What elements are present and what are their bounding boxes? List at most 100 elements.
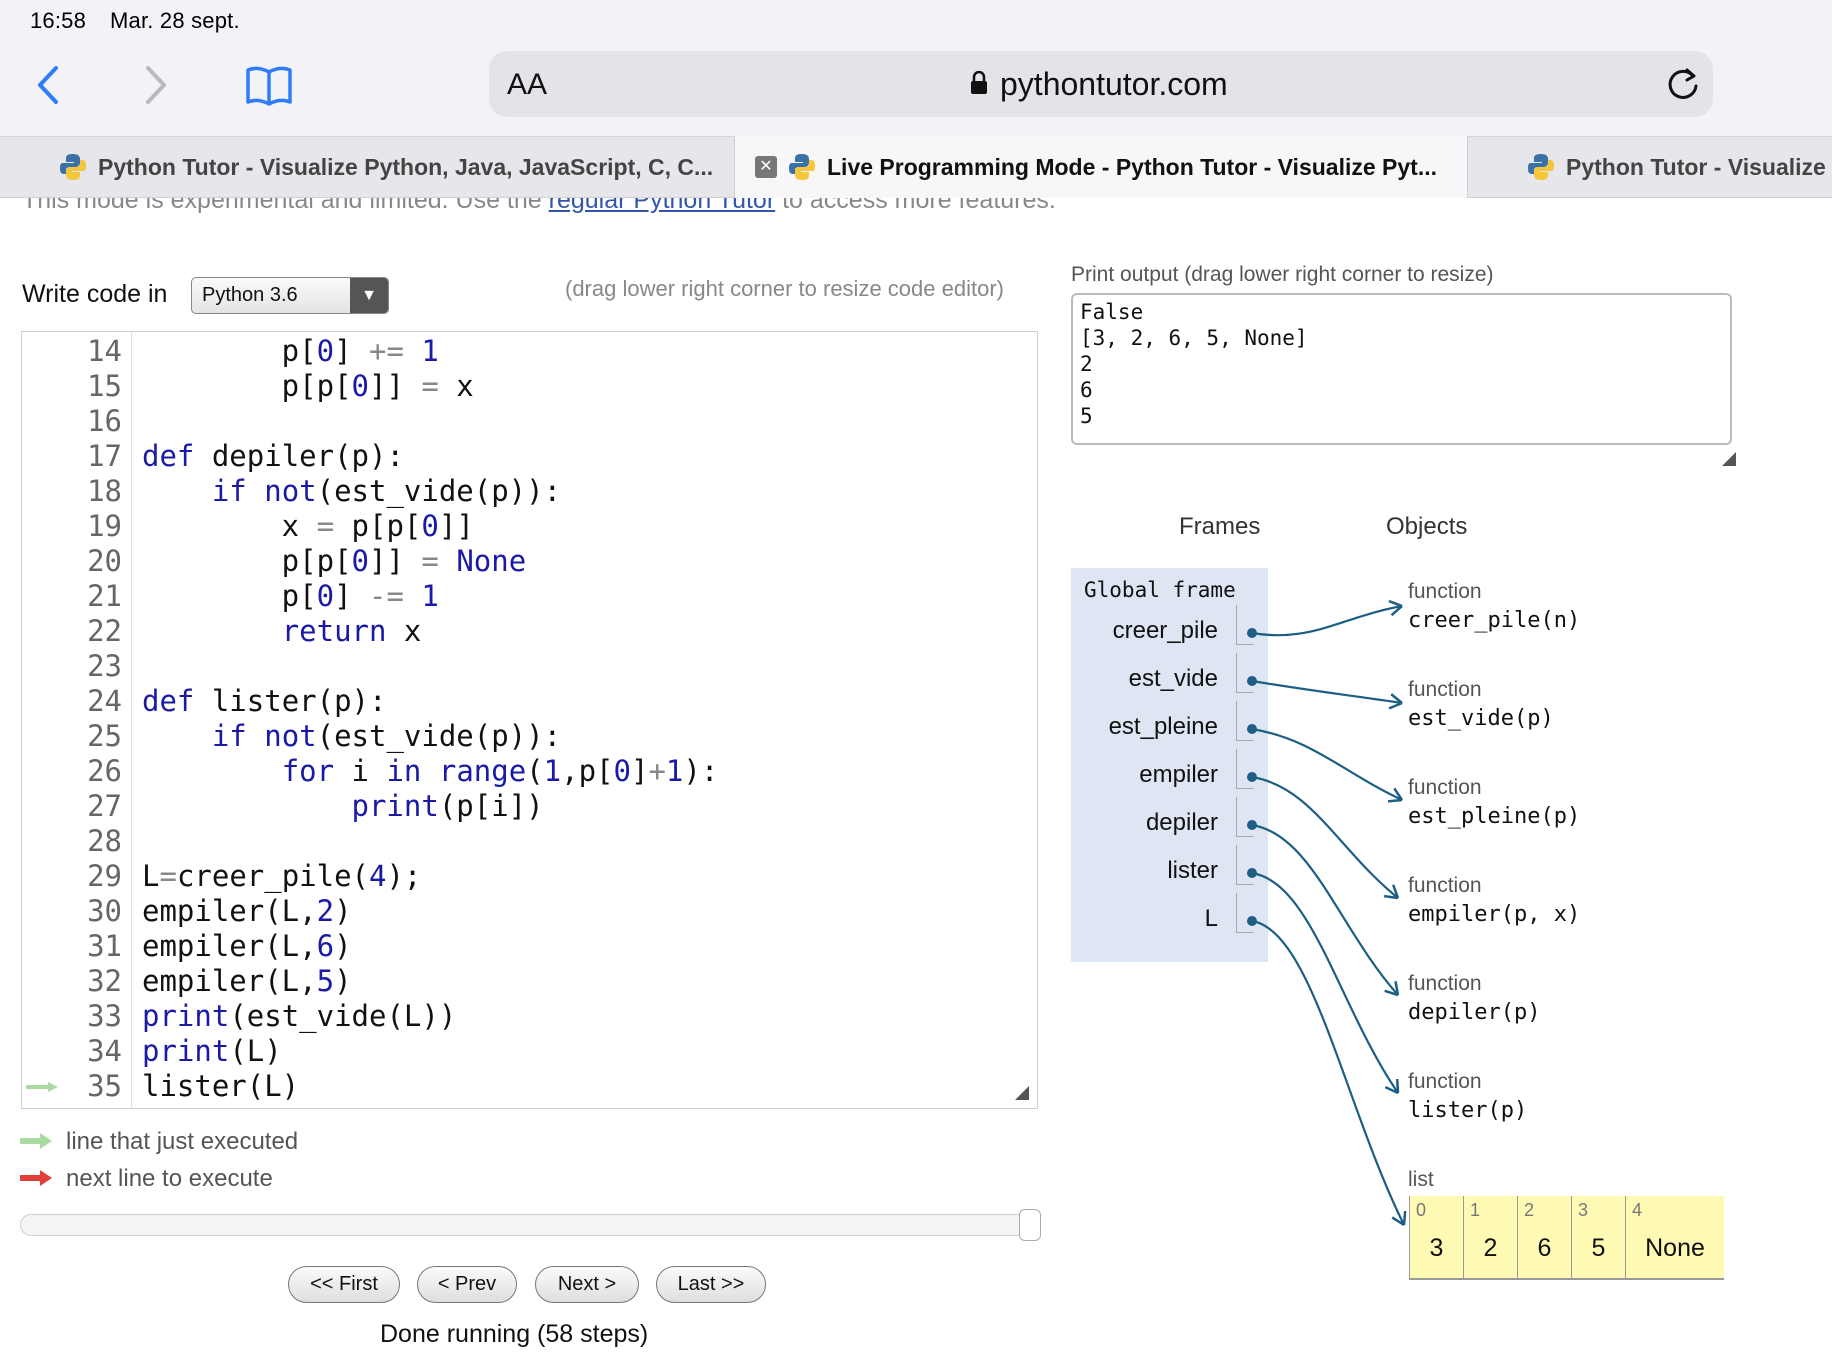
tab-python-tutor[interactable]: Python Tutor - Visualize Python, Java, J…	[58, 136, 732, 198]
list-index: 2	[1524, 1200, 1535, 1220]
tab-live-programming[interactable]: ✕ Live Programming Mode - Python Tutor -…	[734, 136, 1468, 198]
regular-python-tutor-link[interactable]: regular Python Tutor	[548, 198, 776, 214]
resize-handle-icon[interactable]	[1015, 1086, 1029, 1100]
object-type-label: function	[1408, 580, 1482, 603]
code-line[interactable]: 16	[22, 404, 1037, 439]
function-object-name: est_vide(p)	[1408, 706, 1554, 731]
code-line[interactable]: 23	[22, 649, 1037, 684]
list-index: 0	[1416, 1200, 1427, 1220]
code-text: def lister(p):	[142, 684, 387, 718]
code-line[interactable]: 31 empiler(L,6)	[22, 929, 1037, 964]
code-line[interactable]: 27 print(p[i])	[22, 789, 1037, 824]
line-number: 30	[87, 894, 122, 928]
legend-next-line: next line to execute	[20, 1165, 273, 1193]
print-output-box[interactable]: False [3, 2, 6, 5, None] 2 6 5	[1071, 293, 1732, 445]
line-number: 14	[87, 334, 122, 368]
line-number: 22	[87, 614, 122, 648]
line-number: 27	[87, 789, 122, 823]
code-line[interactable]: 26 for i in range(1,p[0]+1):	[22, 754, 1037, 789]
code-line[interactable]: 22 return x	[22, 614, 1037, 649]
tab-python-tutor-2[interactable]: Python Tutor - Visualize	[1526, 136, 1832, 198]
language-select[interactable]: Python 3.6 ▼	[191, 277, 389, 314]
code-line[interactable]: 15 p[p[0]] = x	[22, 369, 1037, 404]
first-button[interactable]: << First	[288, 1266, 400, 1303]
code-text: print(est_vide(L))	[142, 999, 457, 1033]
bookmarks-icon[interactable]	[244, 62, 294, 108]
function-object-name: creer_pile(n)	[1408, 608, 1581, 633]
line-number: 19	[87, 509, 122, 543]
arrow-head	[1388, 693, 1403, 710]
address-bar[interactable]	[489, 51, 1713, 117]
code-text: p[p[0]] = x	[142, 369, 474, 403]
code-line[interactable]: 21 p[0] -= 1	[22, 579, 1037, 614]
code-line[interactable]: 14 p[0] += 1	[22, 334, 1037, 369]
line-number: 29	[87, 859, 122, 893]
close-tab-icon[interactable]: ✕	[755, 156, 777, 178]
step-slider-thumb[interactable]	[1019, 1209, 1041, 1241]
code-text: return x	[281, 614, 422, 648]
dropdown-arrow-icon: ▼	[350, 278, 388, 313]
url-display[interactable]: pythontutor.com	[970, 66, 1228, 103]
list-type-label: list	[1408, 1168, 1434, 1191]
line-number: 31	[87, 929, 122, 963]
reload-icon[interactable]	[1663, 64, 1703, 104]
frame-variable-name: lister	[1167, 857, 1218, 884]
list-index: 4	[1632, 1200, 1643, 1220]
frame-variable-cell	[1236, 653, 1254, 693]
frame-variable-name: depiler	[1145, 809, 1218, 836]
legend-just-executed: line that just executed	[20, 1128, 298, 1156]
prev-button[interactable]: < Prev	[417, 1266, 517, 1303]
frame-variable-name: creer_pile	[1112, 617, 1218, 644]
frames-header: Frames	[1179, 513, 1261, 540]
next-button[interactable]: Next >	[535, 1266, 639, 1303]
step-slider[interactable]	[20, 1214, 1040, 1236]
write-code-label: Write code in	[22, 280, 168, 308]
line-number: 20	[87, 544, 122, 578]
frame-variable-cell	[1236, 749, 1254, 789]
code-text: for i in range(1,p[0]+1):	[281, 754, 719, 788]
green-arrow-icon	[20, 1128, 52, 1156]
pointer-arrow	[1251, 679, 1403, 705]
object-type-label: function	[1408, 972, 1482, 995]
line-number: 18	[87, 474, 122, 508]
list-value: None	[1645, 1234, 1705, 1262]
code-line[interactable]: 19 x = p[p[0]]	[22, 509, 1037, 544]
line-number: 23	[87, 649, 122, 683]
red-arrow-icon	[20, 1165, 52, 1193]
code-line[interactable]: 18 if not(est_vide(p)):	[22, 474, 1037, 509]
code-text: if not(est_vide(p)):	[211, 474, 562, 508]
tab-title: Python Tutor - Visualize Python, Java, J…	[98, 153, 714, 180]
back-icon[interactable]	[30, 62, 70, 108]
text-size-button[interactable]: AA	[507, 68, 547, 102]
code-line[interactable]: 20 p[p[0]] = None	[22, 544, 1037, 579]
frame-variable-name: est_pleine	[1108, 713, 1218, 740]
output-resize-icon[interactable]	[1722, 452, 1736, 466]
line-number: 35	[87, 1069, 122, 1103]
forward-icon[interactable]	[136, 62, 176, 108]
arrow-head	[1384, 1078, 1400, 1095]
current-line-arrow-icon	[26, 1082, 58, 1092]
frame-variable-cell	[1236, 797, 1254, 837]
list-value: 6	[1537, 1234, 1552, 1262]
legend-label: line that just executed	[66, 1128, 299, 1155]
code-line[interactable]: 28	[22, 824, 1037, 859]
last-button[interactable]: Last >>	[656, 1266, 766, 1303]
code-line[interactable]: 25 if not(est_vide(p)):	[22, 719, 1037, 754]
objects-header: Objects	[1386, 513, 1468, 540]
arrow-head	[1391, 1210, 1407, 1227]
frame-variable-name: L	[1204, 905, 1218, 932]
code-text: empiler(L,6)	[142, 929, 352, 963]
